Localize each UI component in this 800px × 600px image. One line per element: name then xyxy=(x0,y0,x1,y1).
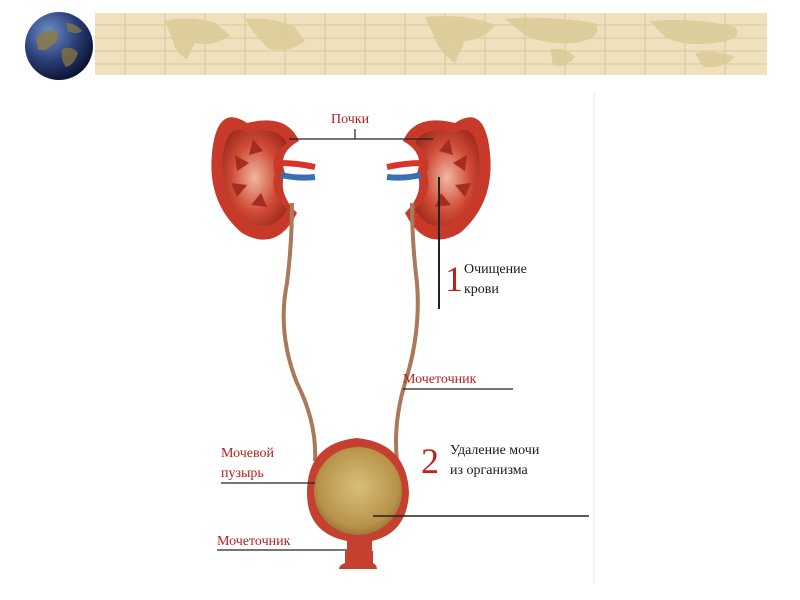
bladder-label-line2: пузырь xyxy=(221,466,264,481)
urinary-bladder xyxy=(307,438,409,569)
urethra-label: Мочеточник xyxy=(217,534,291,549)
left-ureter xyxy=(281,202,318,462)
bladder-label-line1: Мочевой xyxy=(221,446,274,461)
globe-icon xyxy=(25,12,93,80)
step-1-text-line2: крови xyxy=(464,282,499,297)
left-kidney xyxy=(211,117,316,240)
right-kidney xyxy=(386,117,491,240)
step-2-text-line2: из организма xyxy=(450,463,528,478)
step-2-text-line1: Удаление мочи xyxy=(450,443,540,458)
step-1-text-line1: Очищение xyxy=(464,262,527,277)
world-map-background xyxy=(95,13,767,75)
step-2-number: 2 xyxy=(421,441,439,481)
header-banner xyxy=(95,13,767,75)
urinary-system-illustration xyxy=(211,93,595,583)
right-ureter xyxy=(394,202,420,462)
urinary-system-diagram: Почки Мочеточник Мочевой пузырь Мочеточн… xyxy=(207,93,597,583)
ureter-label: Мочеточник xyxy=(403,372,477,387)
step-1-number: 1 xyxy=(445,259,463,299)
kidneys-label: Почки xyxy=(331,112,370,127)
